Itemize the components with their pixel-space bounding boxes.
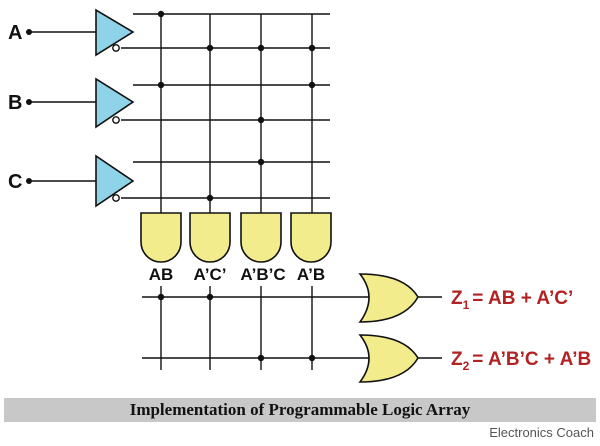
term-label-a-b-c: A’B’C bbox=[240, 265, 285, 284]
and-plane-connections bbox=[157, 10, 316, 202]
and-gates bbox=[140, 212, 332, 263]
output-z1-name: Z bbox=[451, 288, 463, 309]
buffer-c bbox=[95, 154, 135, 208]
and-plane-verticals bbox=[160, 14, 313, 215]
input-dots bbox=[26, 29, 32, 184]
and-gate-a-b-c bbox=[240, 212, 282, 263]
output-lines bbox=[418, 296, 442, 359]
and-gate-a-b bbox=[290, 212, 332, 263]
output-z2-name: Z bbox=[451, 349, 463, 370]
input-label-b: B bbox=[8, 92, 22, 114]
or-plane-horizontals bbox=[142, 296, 374, 359]
literal-lines bbox=[121, 13, 330, 199]
input-label-c: C bbox=[8, 171, 22, 193]
and-gate-ab bbox=[140, 212, 182, 263]
and-gate-a-c bbox=[189, 212, 231, 263]
or-plane-connections bbox=[157, 293, 316, 362]
input-lines bbox=[29, 31, 96, 182]
output-z2-sub: 2 bbox=[463, 359, 470, 373]
or-gate-z2 bbox=[358, 334, 419, 383]
caption-text: Implementation of Programmable Logic Arr… bbox=[129, 400, 471, 419]
output-z1-sub: 1 bbox=[463, 298, 470, 312]
credit-text: Electronics Coach bbox=[489, 425, 594, 440]
or-gates bbox=[358, 273, 419, 383]
caption-bar: Implementation of Programmable Logic Arr… bbox=[4, 398, 596, 422]
term-label-a-c: A’C’ bbox=[193, 265, 226, 284]
output-z1-expr: = AB + A’C’ bbox=[472, 288, 573, 309]
term-label-ab: AB bbox=[149, 265, 174, 284]
output-z2-label: Z2= A’B’C + A’B bbox=[451, 349, 591, 373]
output-z2-expr: = A’B’C + A’B bbox=[472, 349, 591, 370]
buffer-a bbox=[95, 8, 135, 57]
input-label-a: A bbox=[8, 22, 22, 44]
term-label-a-b: A’B bbox=[297, 265, 325, 284]
output-z1-label: Z1= AB + A’C’ bbox=[451, 288, 573, 312]
buffer-b bbox=[95, 77, 135, 129]
or-gate-z1 bbox=[358, 273, 419, 323]
